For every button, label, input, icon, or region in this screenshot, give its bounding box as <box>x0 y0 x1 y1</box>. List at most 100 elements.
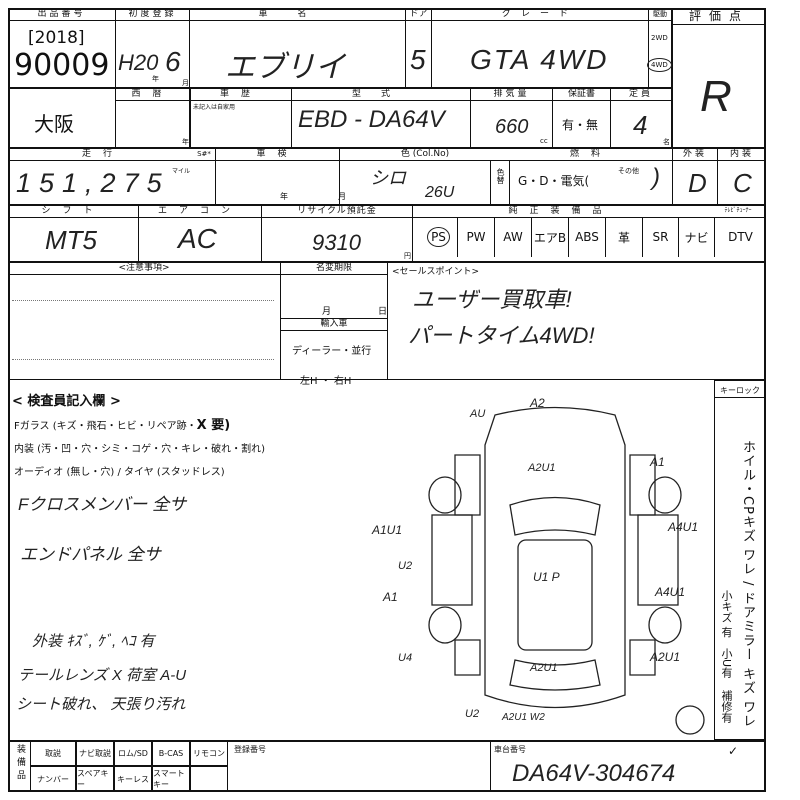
roof <box>517 539 593 651</box>
shift-label: シフト <box>8 205 138 218</box>
handle-option: 左H ・ 右H <box>300 376 352 387</box>
hand-note-3: 外装 ｷｽﾞ, ｹﾞ, ﾍｺ 有 <box>32 633 155 650</box>
right-side-panel <box>637 514 679 606</box>
seats-unit: 名 <box>663 138 670 146</box>
drive-label: 駆動 <box>648 8 672 21</box>
damage-mark: A1 <box>650 455 665 469</box>
damage-mark: A2 <box>530 396 545 410</box>
left-rear-fender <box>454 639 481 676</box>
keylock-label: キーロック <box>714 385 766 398</box>
damage-mark: A2U1 W2 <box>502 712 545 723</box>
inspection-title: < 検査員記入欄 > <box>12 394 121 409</box>
ext-value: D <box>688 168 707 198</box>
month-unit: 月 <box>182 79 189 87</box>
history-label: 車歴 <box>190 88 292 101</box>
seireki-cell <box>115 88 190 148</box>
door-cell <box>405 8 432 88</box>
history-note: 未記入は自家用 <box>193 104 236 111</box>
equip-dtv: DTV <box>728 230 753 244</box>
int-label: 内装 <box>718 148 766 161</box>
meihen-month: 月 <box>322 307 332 317</box>
score-value: R <box>700 72 732 121</box>
reg-year: H20 <box>118 50 159 75</box>
sr-label: S#* <box>190 148 218 161</box>
car-name: エブリイ <box>225 51 345 84</box>
sales-line-2: パートタイム4WD! <box>408 323 595 348</box>
acc-number-plate: ナンバー <box>30 766 76 792</box>
sales-label: <セールスポイント> <box>392 267 480 277</box>
reg-cell <box>115 8 190 88</box>
equip-airbag: エアB <box>532 217 569 257</box>
door-label: ドア <box>405 8 432 21</box>
equip-cell <box>412 205 766 262</box>
hand-note-2: エンドパネル 全サ <box>20 545 161 564</box>
equip-pw: PW <box>458 217 495 257</box>
reg-month: 6 <box>165 46 181 77</box>
damage-mark: U4 <box>398 652 413 664</box>
disp-value: 660 <box>495 116 529 138</box>
front-left-tire <box>428 476 462 514</box>
hand-note-5: シート破れ、 天張り汚れ <box>16 696 186 713</box>
acc-rom-sd: ロム/SD <box>114 740 152 766</box>
equip-ps: PS <box>420 217 458 257</box>
acc-manual: 取説 <box>30 740 76 766</box>
score-cell <box>672 8 766 148</box>
shaken-month: 月 <box>338 192 346 201</box>
front-right-tire <box>648 476 682 514</box>
score-label: 評価点 <box>672 8 766 25</box>
ac-label: エアコン <box>138 205 262 218</box>
damage-mark: A2U1 <box>528 462 556 474</box>
seats-cell <box>610 88 672 148</box>
damage-mark: U2 <box>465 708 480 720</box>
spare-tire <box>675 705 705 735</box>
lot-number: 90009 <box>14 48 110 83</box>
history-unit: 年 <box>182 138 189 146</box>
grade-label: グレード <box>432 8 648 21</box>
acc-remote: リモコン <box>190 740 228 766</box>
shift-value: MT5 <box>45 225 97 255</box>
equip-leather: 革 <box>606 217 643 257</box>
seats-label: 定員 <box>610 88 672 101</box>
dealer-option: ディーラー・並行 <box>292 346 372 357</box>
reg-label: 初度登録 <box>115 8 190 21</box>
equip-navi: ナビ <box>679 217 715 257</box>
acc-bcas: B-CAS <box>152 740 190 766</box>
disp-label: 排気量 <box>470 88 553 101</box>
inspection-line-3: オーディオ (無し・穴) / タイヤ (スタッドレス) <box>14 467 225 478</box>
sales-line-1: ユーザー買取車! <box>412 287 572 312</box>
inspection-line-2: 内装 (汚・凹・穴・シミ・コゲ・穴・キレ・破れ・割れ) <box>14 444 265 455</box>
color-value: シロ <box>370 168 406 188</box>
keylock-vertical-text: ホイル・CPキズ ワレ / ドアミラー キズ ワレ <box>740 440 755 728</box>
equip-abs: ABS <box>569 217 606 257</box>
mileage-label: 走行 <box>8 148 198 161</box>
shaken-cell <box>215 148 340 205</box>
color-change-cell <box>490 160 510 205</box>
left-front-fender <box>454 454 481 516</box>
year-tag: [2018] <box>28 28 85 48</box>
notes-lines <box>12 300 274 360</box>
damage-mark: A1U1 <box>372 523 403 537</box>
warranty-label: 保証書 <box>553 88 610 101</box>
meihen-day: 日 <box>378 307 388 317</box>
damage-mark: AU <box>470 408 486 420</box>
fuel-label: 燃料 <box>510 148 672 161</box>
shaken-year: 年 <box>280 192 288 201</box>
ac-value: AC <box>178 223 217 254</box>
model-label: 型式 <box>292 88 470 101</box>
glass-x: X 要) <box>196 418 231 433</box>
fuel-options: G・D・電気( <box>518 174 590 188</box>
equip-ps-label: PS <box>427 227 450 247</box>
acc-keyless: キーレス <box>114 766 152 792</box>
fuel-other: その他 <box>618 167 639 175</box>
accessories-label: 装備品 <box>15 744 25 783</box>
windshield <box>509 496 601 536</box>
recycle-unit: 円 <box>404 252 411 260</box>
car-body-outline <box>484 406 626 709</box>
damage-mark: U2 <box>398 560 413 572</box>
keylock-column <box>714 380 766 740</box>
area: 大阪 <box>34 112 74 136</box>
chassis-cell <box>490 740 766 792</box>
ext-label: 外装 <box>672 148 718 161</box>
color-label: 色 (Col.No) <box>340 148 510 161</box>
tuner-label: ﾃﾚﾋﾞﾁｭｰﾅｰ <box>710 205 766 218</box>
